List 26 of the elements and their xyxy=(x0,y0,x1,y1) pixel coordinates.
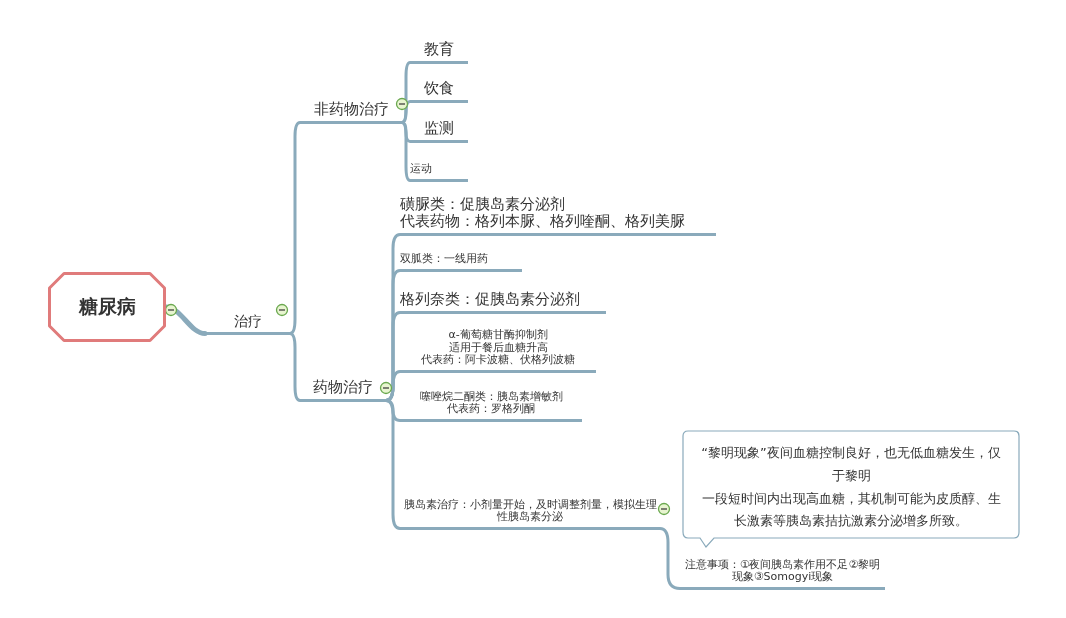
branch-line xyxy=(288,121,302,335)
topic-text: 适用于餐后血糖升高 xyxy=(447,341,549,354)
topic-text: 磺脲类：促胰岛素分泌剂 xyxy=(400,195,566,213)
topic-text: 双胍类：一线用药 xyxy=(400,253,489,266)
topic-text: 治疗 xyxy=(232,312,263,329)
topic-text: 注意事项：①夜间胰岛素作用不足②黎明现象③Somogyi现象 xyxy=(683,558,882,584)
topic-text: 药物治疗 xyxy=(312,378,374,396)
topic-text: 一段短时间内出现高血糖，其机制可能为皮质醇、生长激素等胰岛素拮抗激素分泌增多所致。 xyxy=(700,489,1002,531)
topic-text: 非药物治疗 xyxy=(312,100,390,118)
topic-text: 糖尿病 xyxy=(77,296,137,318)
topic-text: 代表药物：格列本脲、格列喹酮、格列美脲 xyxy=(400,212,686,230)
topic-text: 饮食 xyxy=(423,79,455,97)
topic-text: 代表药：罗格列酮 xyxy=(446,403,536,416)
topic-text: α-葡萄糖甘酶抑制剂 xyxy=(447,329,549,342)
branch-line xyxy=(288,332,302,402)
topic-text: 代表药：阿卡波糖、伏格列波糖 xyxy=(420,354,576,367)
topic-text: 胰岛素治疗：小剂量开始，及时调整剂量，模拟生理性胰岛素分泌 xyxy=(402,498,658,524)
branch-line xyxy=(384,399,402,530)
topic-text: 教育 xyxy=(423,40,455,58)
topic-text: 噻唑烷二酮类：胰岛素增敏剂 xyxy=(418,390,564,403)
topic-text: 格列奈类：促胰岛素分泌剂 xyxy=(400,290,581,308)
topic-text: 监测 xyxy=(423,119,455,137)
topic-text: “黎明现象”夜间血糖控制良好，也无低血糖发生，仅于黎明 xyxy=(700,444,1002,485)
branch-line xyxy=(400,100,412,124)
branch-line xyxy=(400,121,412,182)
topic-text: 运动 xyxy=(410,163,433,176)
